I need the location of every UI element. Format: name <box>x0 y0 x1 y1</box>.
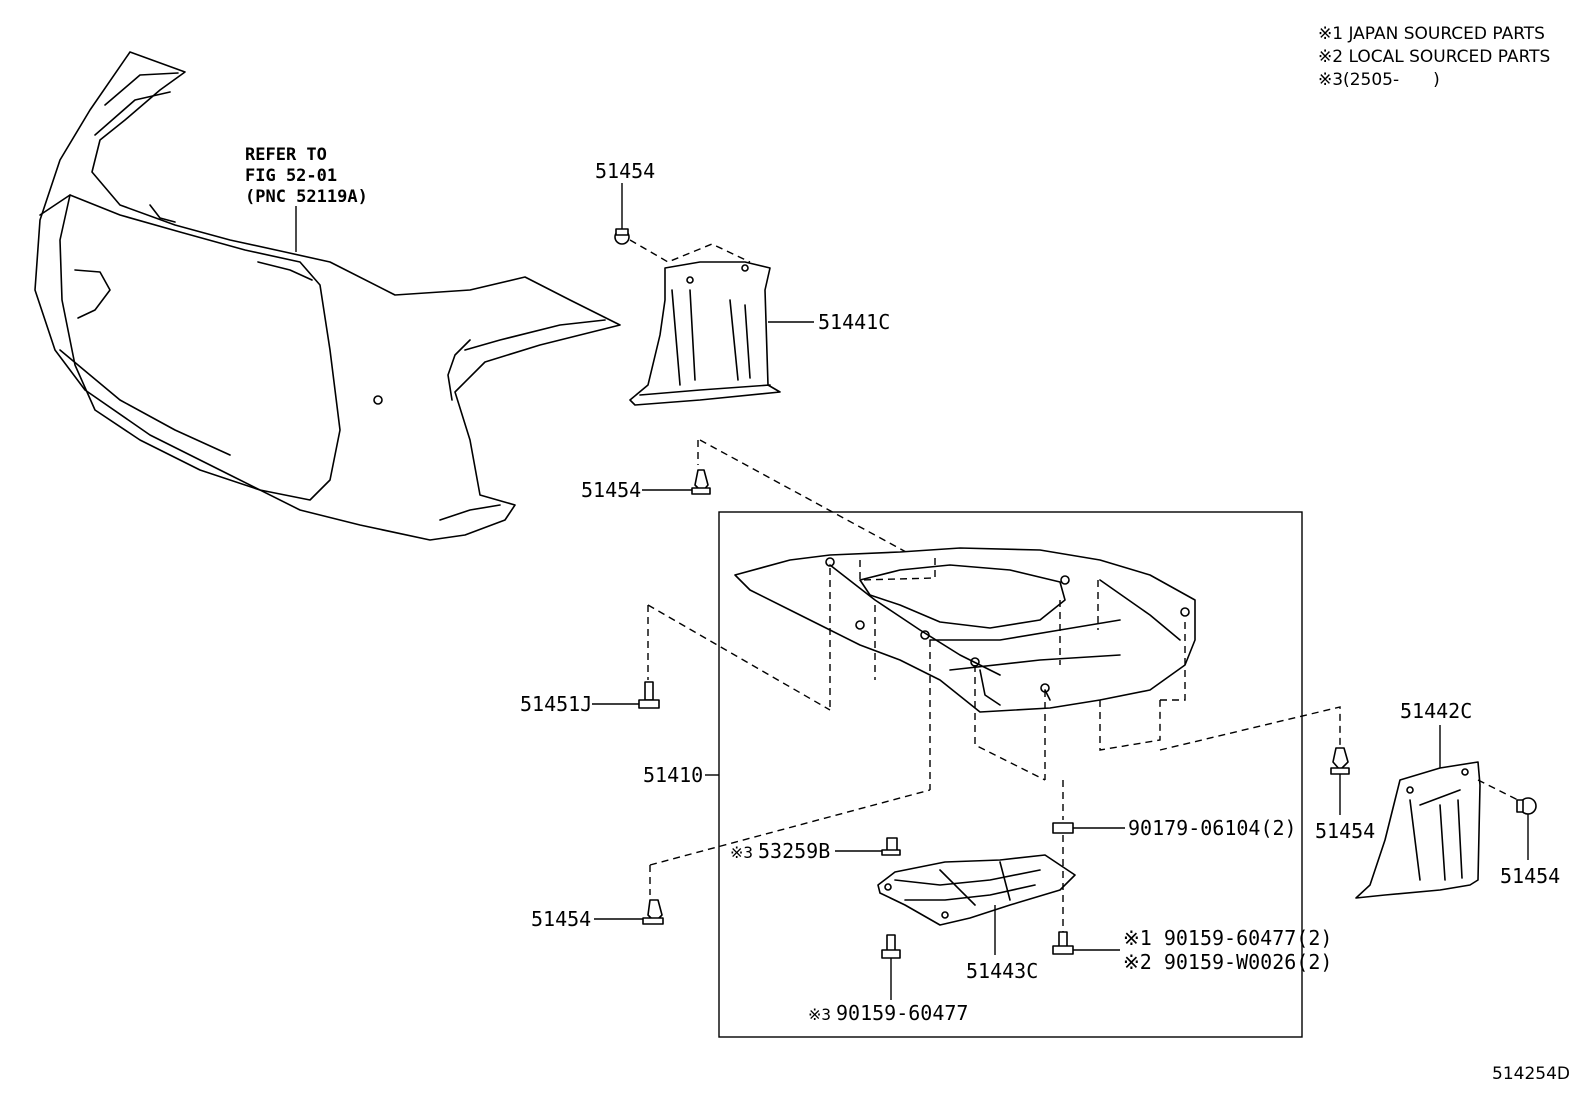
note-japan-sourced: ※1 JAPAN SOURCED PARTS <box>1318 24 1545 44</box>
shield-left-drawing <box>629 261 814 406</box>
label-shield-right: 51442C <box>1400 699 1472 723</box>
label-assembly: 51410 <box>643 763 703 787</box>
label-shield-left: 51441C <box>818 310 890 334</box>
label-bolt-bottom: 90159-60477 <box>836 1001 968 1025</box>
label-clip-right-b: 51454 <box>1500 864 1560 888</box>
label-bolt-51451j: 51451J <box>520 692 592 716</box>
label-bolt-local: ※2 90159-W0026(2) <box>1123 950 1332 974</box>
clip-right-b-drawing <box>1516 797 1537 860</box>
under-cover-drawing <box>734 547 1196 790</box>
clip-lower-left-drawing <box>594 789 931 925</box>
refer-to-note: REFER TO FIG 52-01 (PNC 52119A) <box>245 145 368 252</box>
bolt-51451j-drawing <box>592 604 831 711</box>
bumper-cover-drawing <box>34 51 621 541</box>
bolt-japan-local-drawing <box>1052 931 1120 955</box>
label-clip-right-a: 51454 <box>1315 819 1375 843</box>
label-bolt-bottom-mark: ※3 <box>808 1005 831 1024</box>
clip-53259b-drawing <box>835 837 901 856</box>
label-53259b: 53259B <box>758 839 830 863</box>
bolt-bottom-drawing <box>881 934 901 1000</box>
label-clip-mid: 51454 <box>581 478 641 502</box>
label-bolt-japan: ※1 90159-60477(2) <box>1123 926 1332 950</box>
label-53259b-mark: ※3 <box>730 843 753 862</box>
label-nut-90179: 90179-06104(2) <box>1128 816 1297 840</box>
clip-mid-drawing <box>642 439 931 566</box>
diagram-id: 514254D <box>1492 1064 1570 1084</box>
label-clip-lower-left: 51454 <box>531 907 591 931</box>
label-clip-top: 51454 <box>595 159 655 183</box>
right-dashed-leader <box>1159 706 1341 751</box>
note-date-range: ※3(2505- ) <box>1318 70 1440 90</box>
shield-right-drawing <box>1355 725 1519 899</box>
nut-90179-drawing <box>1052 780 1125 935</box>
refer-line-3: (PNC 52119A) <box>245 187 368 207</box>
refer-line-2: FIG 52-01 <box>245 166 337 186</box>
refer-line-1: REFER TO <box>245 145 327 165</box>
clip-top-drawing <box>614 183 751 263</box>
clip-right-a-drawing <box>1330 747 1350 815</box>
cover-51443c-drawing <box>877 854 1076 955</box>
label-cover-51443c: 51443C <box>966 959 1038 983</box>
note-local-sourced: ※2 LOCAL SOURCED PARTS <box>1318 47 1550 67</box>
notes-legend: ※1 JAPAN SOURCED PARTS ※2 LOCAL SOURCED … <box>1318 24 1550 90</box>
